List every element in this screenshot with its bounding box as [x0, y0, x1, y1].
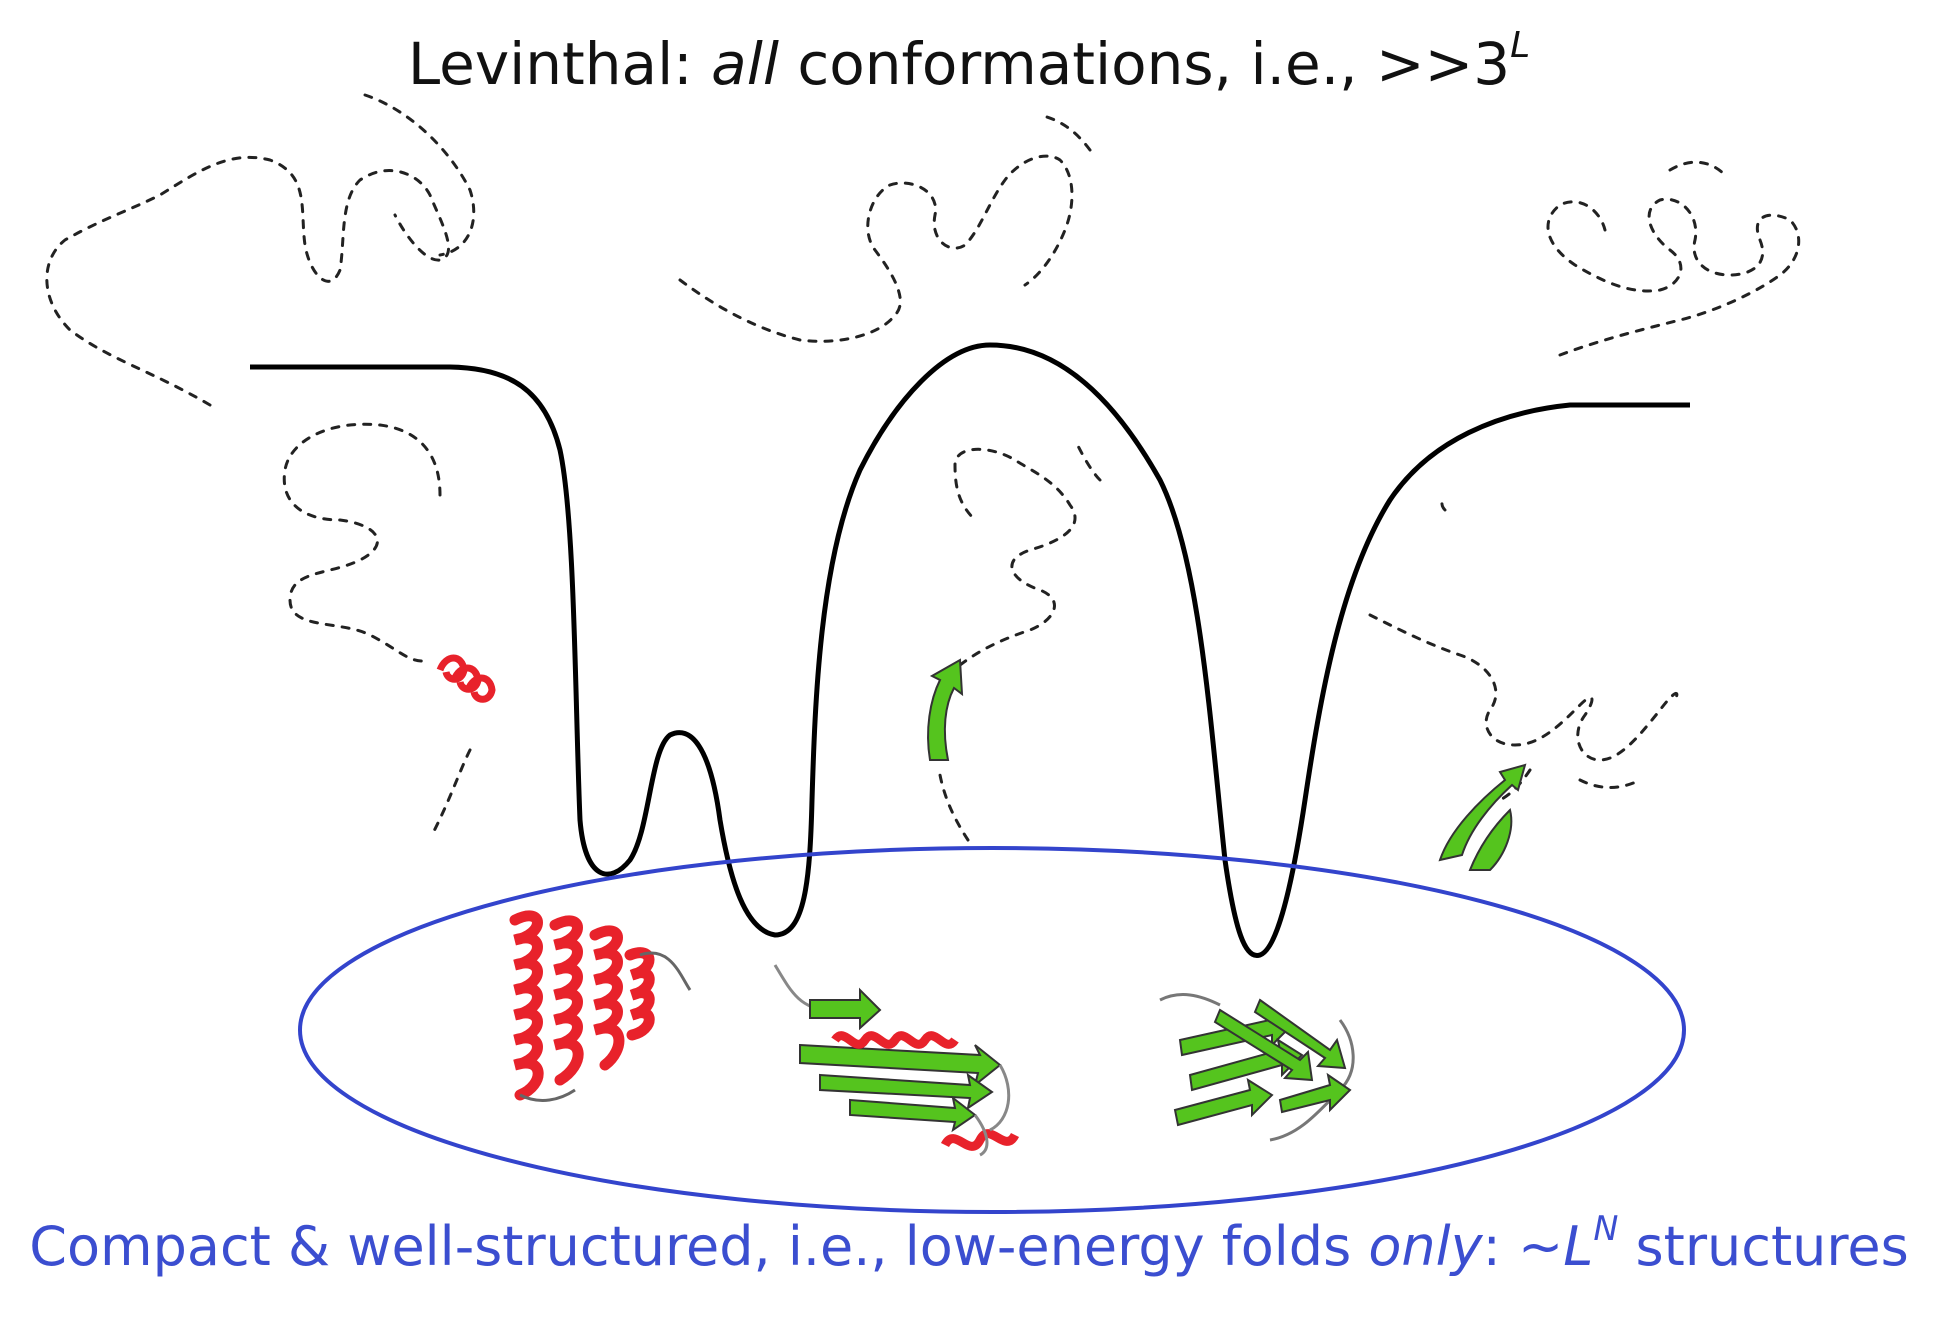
diagram-caption: Compact & well-structured, i.e., low-ene…	[0, 1212, 1938, 1278]
beta-sandwich-icon	[1159, 993, 1355, 1142]
random-coil-1	[45, 155, 451, 407]
random-coil-7	[938, 773, 970, 842]
random-coil-3	[282, 422, 442, 663]
random-coil-9	[1073, 438, 1102, 482]
energy-landscape-curve	[250, 342, 1690, 958]
low-energy-region-ellipse	[298, 846, 1686, 1214]
title-middle: conformations, i.e., >>3	[778, 30, 1511, 98]
helix-fragment-icon	[440, 658, 492, 699]
random-coil-15	[1578, 778, 1642, 789]
diagram-title: Levinthal: all conformations, i.e., >>3L	[0, 28, 1938, 98]
random-coil-8	[953, 447, 1077, 667]
random-coil-11	[1668, 160, 1727, 177]
random-coil-4	[430, 748, 472, 837]
caption-middle: : ~	[1482, 1215, 1564, 1278]
alpha-beta-fold-icon	[773, 964, 1020, 1157]
random-coil-10	[1546, 197, 1801, 357]
caption-prefix: Compact & well-structured, i.e., low-ene…	[29, 1215, 1369, 1278]
caption-suffix: structures	[1618, 1215, 1909, 1278]
caption-variable: L	[1563, 1215, 1594, 1278]
title-emphasis: all	[711, 30, 779, 98]
random-coil-5	[678, 154, 1074, 343]
random-coil-12	[1368, 613, 1679, 762]
title-superscript: L	[1510, 25, 1531, 67]
random-coil-6	[1038, 113, 1092, 152]
strand-hairpin-icon	[1438, 763, 1527, 871]
strand-fragment-icon	[927, 658, 964, 761]
helix-bundle-icon	[509, 910, 692, 1102]
unfolded-conformations	[45, 93, 1801, 842]
random-coil-2	[363, 93, 476, 257]
title-prefix: Levinthal:	[407, 30, 712, 98]
random-coil-13	[1440, 496, 1447, 512]
caption-superscript: N	[1593, 1208, 1619, 1248]
caption-emphasis: only	[1368, 1215, 1483, 1278]
